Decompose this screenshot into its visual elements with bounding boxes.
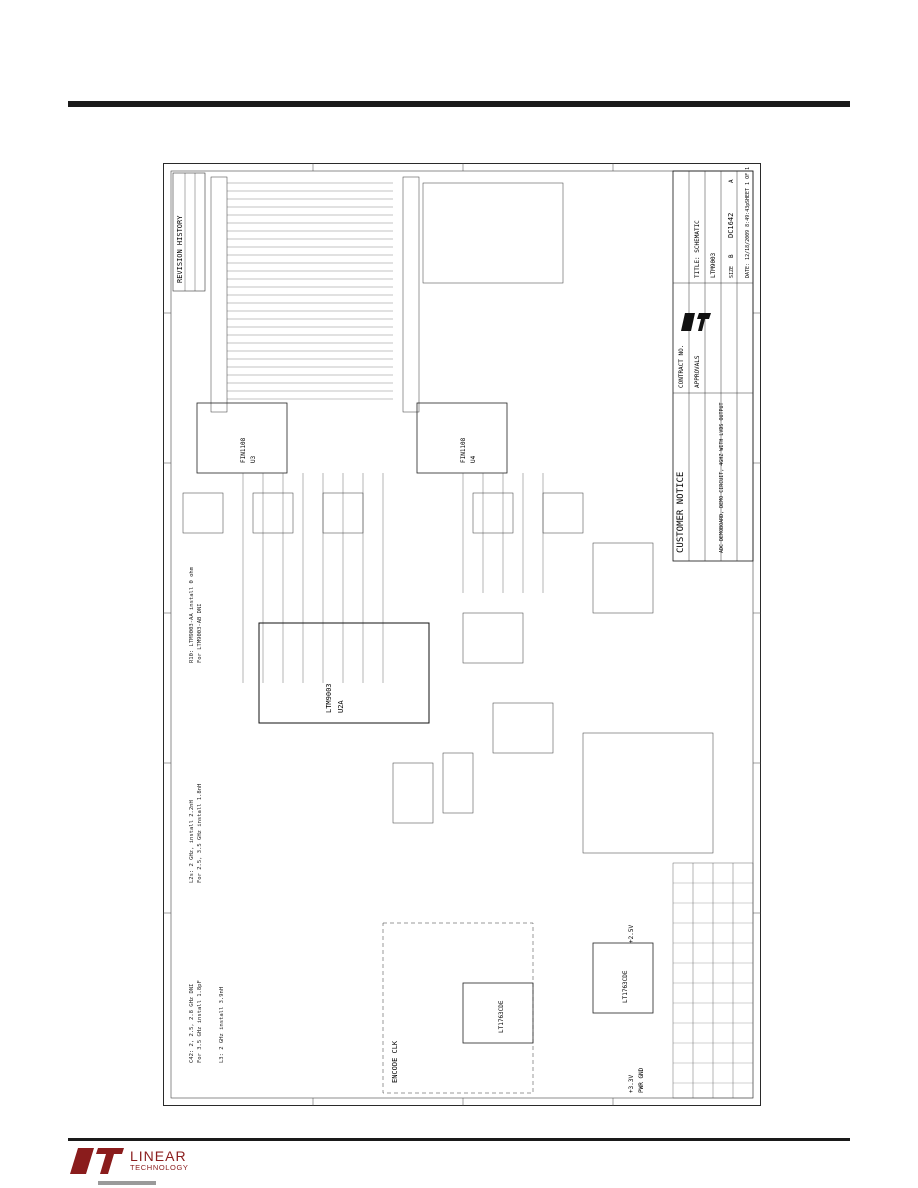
svg-text:LT1763CDE: LT1763CDE xyxy=(498,1000,505,1033)
buffer-u4: FIN1108 U4 xyxy=(416,402,508,474)
title-logo-icon xyxy=(681,313,711,331)
logo-wordmark: LINEAR xyxy=(130,1148,187,1164)
svg-text:DC1642: DC1642 xyxy=(727,213,735,238)
svg-text:LTM9003: LTM9003 xyxy=(325,683,333,713)
svg-text:SHEET 1 OF 1: SHEET 1 OF 1 xyxy=(745,167,751,203)
customer-notice-title: CUSTOMER NOTICE xyxy=(676,472,686,553)
svg-text:FIN1108: FIN1108 xyxy=(240,437,247,463)
svg-text:ADC DEMOBOARD, DEMO CIRCUIT, 4: ADC DEMOBOARD, DEMO CIRCUIT, 4GHZ WITH L… xyxy=(719,402,725,553)
schematic-drawing: REVISION HISTORY FIN1108 U3 FIN1108 U4 xyxy=(163,163,761,1106)
svg-text:For 3.5 GHz install 1.8pF: For 3.5 GHz install 1.8pF xyxy=(197,980,203,1063)
svg-text:APPROVALS: APPROVALS xyxy=(694,355,701,388)
svg-text:PWR GND: PWR GND xyxy=(638,1067,645,1093)
title-block: CUSTOMER NOTICE CONTRACT NO. APPROVALS T… xyxy=(672,167,754,562)
header-rule xyxy=(68,101,850,107)
revision-history-title: REVISION HISTORY xyxy=(176,215,184,283)
svg-text:U3: U3 xyxy=(250,455,257,463)
svg-text:LT1763CDE: LT1763CDE xyxy=(622,970,629,1003)
svg-text:L3: 2 GHz install 3.9nH: L3: 2 GHz install 3.9nH xyxy=(219,987,225,1063)
svg-text:DATE: 12/18/2009 8:49:43p: DATE: 12/18/2009 8:49:43p xyxy=(745,203,751,278)
buffer-u3: FIN1108 U3 xyxy=(196,402,288,474)
svg-text:L2s: 2 GHz, install 2.2nH: L2s: 2 GHz, install 2.2nH xyxy=(189,800,195,883)
svg-text:For LTM9003-AB DNI: For LTM9003-AB DNI xyxy=(197,603,203,663)
svg-text:For 2.5, 3.5 GHz install 1.8nH: For 2.5, 3.5 GHz install 1.8nH xyxy=(197,784,203,883)
revision-history-block: REVISION HISTORY xyxy=(172,172,206,292)
logo-subtitle: TECHNOLOGY xyxy=(130,1163,189,1172)
regulator-u10: LT1763CDE xyxy=(592,942,654,1014)
svg-text:B: B xyxy=(728,254,735,258)
svg-text:LTM9003: LTM9003 xyxy=(710,252,717,278)
svg-text:A: A xyxy=(728,179,735,183)
linear-logo-icon xyxy=(70,1148,124,1174)
svg-text:TITLE: SCHEMATIC: TITLE: SCHEMATIC xyxy=(694,220,701,278)
svg-text:U4: U4 xyxy=(470,455,477,463)
footer-rule xyxy=(68,1138,850,1141)
svg-text:FIN1108: FIN1108 xyxy=(460,437,467,463)
adc-u2a: LTM9003 U2A xyxy=(258,622,430,724)
regulator-u5: LT1763CDE xyxy=(462,982,534,1044)
page-tab xyxy=(98,1181,156,1185)
svg-text:+2.5V: +2.5V xyxy=(628,925,635,943)
notes: L2s: 2 GHz, install 2.2nH For 2.5, 3.5 G… xyxy=(189,566,225,1063)
svg-text:U2A: U2A xyxy=(337,700,345,713)
encode-clk-label: ENCODE CLK xyxy=(391,1040,399,1083)
svg-text:SIZE: SIZE xyxy=(729,266,735,278)
svg-text:R10: LTM9003-AA install 0 ohm: R10: LTM9003-AA install 0 ohm xyxy=(189,566,195,663)
svg-text:CONTRACT NO.: CONTRACT NO. xyxy=(678,345,685,388)
svg-text:+3.3V: +3.3V xyxy=(628,1075,635,1093)
svg-text:C42: 2, 2.5, 2.8 GHz DNI: C42: 2, 2.5, 2.8 GHz DNI xyxy=(189,984,195,1063)
